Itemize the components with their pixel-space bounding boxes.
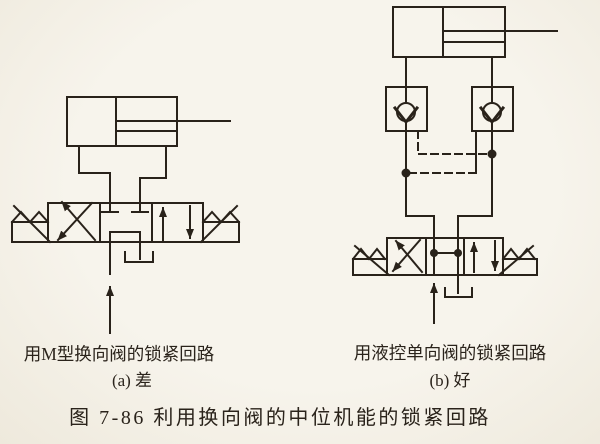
tank-icon-b <box>444 274 473 298</box>
spring-icon-a-right <box>199 204 241 244</box>
cylinder-a-port-lines <box>78 145 167 204</box>
panel-b-label: 用液控单向阀的锁紧回路 <box>353 343 547 363</box>
spring-icon-b-right <box>497 244 538 277</box>
junction-dot <box>401 168 411 178</box>
cylinder-b-port-lines <box>405 56 493 88</box>
hydraulic-circuits-drawing <box>10 6 558 334</box>
spring-icon-a-left <box>10 204 52 244</box>
panel-a-label: 用M型换向阀的锁紧回路 <box>23 344 215 364</box>
circuit-b <box>351 6 558 324</box>
cylinder-a <box>66 96 231 147</box>
pilot-lines-dashed <box>408 130 490 174</box>
cylinder-b <box>392 6 558 58</box>
panel-a-verdict: (a) 差 <box>111 371 153 390</box>
pilot-check-valve-icon-right <box>471 86 514 132</box>
junction-dot <box>487 149 497 159</box>
pilot-check-valve-icon-left <box>385 86 428 132</box>
panel-b-verdict: (b) 好 <box>429 371 471 390</box>
figure-caption: 图 7-86 利用换向阀的中位机能的锁紧回路 <box>69 407 491 429</box>
directional-valve-b-h-center <box>386 237 504 276</box>
tank-icon-a <box>124 241 154 263</box>
circuit-a <box>10 96 241 334</box>
directional-valve-a-m-center <box>47 200 204 243</box>
spring-icon-b-left <box>351 244 391 277</box>
